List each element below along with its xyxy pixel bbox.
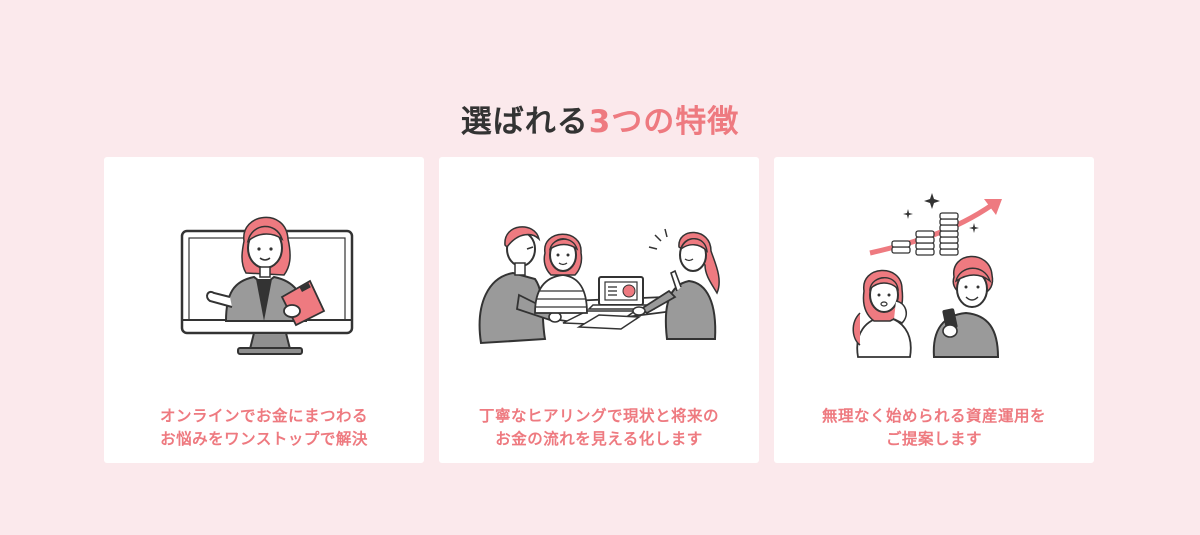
feature-description: 丁寧なヒアリングで現状と将来の お金の流れを見える化します [439, 405, 759, 451]
feature-description: 無理なく始められる資産運用を ご提案します [774, 405, 1094, 451]
feature-description-line-2: ご提案します [885, 429, 982, 448]
feature-description-line-1: オンラインでお金にまつわる [159, 406, 368, 425]
asset-growth-illustration [852, 193, 1002, 358]
feature-card-hearing: 丁寧なヒアリングで現状と将来の お金の流れを見える化します [439, 157, 759, 463]
feature-description-line-1: 丁寧なヒアリングで現状と将来の [478, 406, 719, 425]
section-title: 選ばれる3つの特徴 [0, 100, 1200, 144]
feature-card-online: オンラインでお金にまつわる お悩みをワンストップで解決 [104, 157, 424, 463]
hearing-meeting-illustration [478, 226, 720, 345]
title-prefix: 選ばれる [460, 103, 589, 140]
feature-description: オンラインでお金にまつわる お悩みをワンストップで解決 [104, 405, 424, 451]
feature-description-line-2: お金の流れを見える化します [495, 429, 703, 448]
online-consultation-illustration [180, 216, 354, 355]
title-accent: 3つの特徴 [588, 103, 740, 140]
feature-card-asset: 無理なく始められる資産運用を ご提案します [774, 157, 1094, 463]
feature-description-line-2: お悩みをワンストップで解決 [160, 429, 368, 448]
feature-description-line-1: 無理なく始められる資産運用を [821, 406, 1046, 425]
